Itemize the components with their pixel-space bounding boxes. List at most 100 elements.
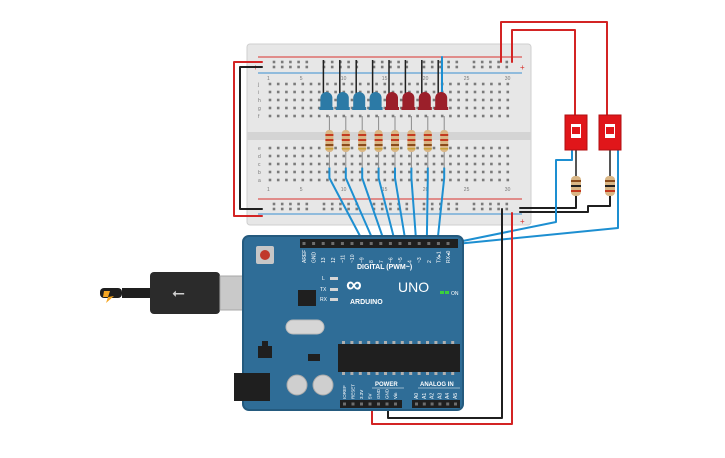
header-pin[interactable] <box>350 242 354 245</box>
breadboard-hole <box>490 98 493 102</box>
header-pin[interactable] <box>321 242 325 245</box>
rail-hole <box>372 202 376 206</box>
breadboard-hole <box>317 162 321 166</box>
resistor-band <box>358 148 367 150</box>
switch-1-knob[interactable] <box>572 127 580 134</box>
breadboard-hole <box>293 146 296 150</box>
breadboard-hole <box>293 90 296 94</box>
header-pin[interactable] <box>331 242 335 245</box>
rail-hole <box>305 202 309 206</box>
digital-label: DIGITAL (PWM~) <box>357 264 412 271</box>
breadboard-hole <box>293 82 296 86</box>
header-pin[interactable] <box>417 242 421 245</box>
header-pin[interactable] <box>360 242 364 245</box>
analog-pin-label: A5 <box>453 393 459 399</box>
rail-hole <box>455 65 459 69</box>
breadboard-hole <box>342 90 346 94</box>
header-pin[interactable] <box>379 242 383 245</box>
slide-switch-2[interactable] <box>598 114 622 151</box>
header-pin[interactable] <box>446 242 450 245</box>
breadboard-hole <box>268 82 272 86</box>
rail-hole <box>447 65 450 69</box>
breadboard-hole <box>391 154 395 158</box>
rail-hole <box>347 207 350 211</box>
analog-pin[interactable] <box>415 402 418 406</box>
breadboard-hole <box>490 146 493 150</box>
power-pin[interactable] <box>360 402 363 406</box>
chip-pin <box>384 372 387 375</box>
analog-pin[interactable] <box>422 402 426 406</box>
breadboard-hole <box>276 162 280 166</box>
analog-pin[interactable] <box>438 402 442 406</box>
header-pin[interactable] <box>369 242 373 245</box>
led-body <box>435 92 448 109</box>
header-pin[interactable] <box>436 242 440 245</box>
digital-pin-label: 12 <box>331 257 337 263</box>
resistor-band <box>341 144 350 146</box>
breadboard-hole <box>350 90 354 94</box>
resistor-band <box>341 139 350 141</box>
resistor-band <box>391 148 399 150</box>
header-pin[interactable] <box>340 242 344 245</box>
switch-2-knob[interactable] <box>606 127 614 134</box>
analog-pin[interactable] <box>430 402 434 406</box>
column-number: 10 <box>341 187 347 193</box>
header-pin[interactable] <box>302 242 306 245</box>
power-pin[interactable] <box>368 402 372 406</box>
breadboard-hole <box>326 170 329 174</box>
digital-pin-label: 8 <box>369 260 375 263</box>
breadboard-hole <box>317 178 321 182</box>
digital-pin-label: 4 <box>408 260 414 263</box>
brand-label: ARDUINO <box>350 299 383 306</box>
breadboard-hole <box>424 154 428 158</box>
rail-hole <box>447 60 450 64</box>
breadboard-hole <box>276 114 280 118</box>
reset-button[interactable] <box>260 250 270 260</box>
analog-pin[interactable] <box>454 402 457 406</box>
rail-hole <box>447 207 450 211</box>
header-pin[interactable] <box>312 242 316 245</box>
tx-led <box>330 288 338 291</box>
header-pin[interactable] <box>408 242 412 245</box>
power-pin[interactable] <box>394 402 397 406</box>
power-pin[interactable] <box>343 402 346 406</box>
chip-pin <box>451 341 455 344</box>
resistor-band <box>407 148 416 150</box>
chip-pin <box>400 372 404 375</box>
rail-hole <box>430 60 434 64</box>
power-pin[interactable] <box>385 402 389 406</box>
usb-cable[interactable]: ⭠ <box>100 272 259 314</box>
breadboard-hole <box>301 90 305 94</box>
power-pin[interactable] <box>351 402 355 406</box>
breadboard-hole <box>391 162 395 166</box>
rail-hole <box>505 202 509 206</box>
breadboard-hole <box>481 146 485 150</box>
resistor-band <box>374 148 383 150</box>
header-pin[interactable] <box>427 242 431 245</box>
breadboard-hole <box>326 178 329 182</box>
breadboard-hole <box>309 90 313 94</box>
breadboard-hole <box>457 98 460 102</box>
breadboard-hole <box>350 170 354 174</box>
breadboard-hole <box>490 106 493 110</box>
rail-hole <box>505 207 509 211</box>
power-pin[interactable] <box>377 402 380 406</box>
header-pin[interactable] <box>398 242 402 245</box>
breadboard-hole <box>293 154 296 158</box>
breadboard-hole <box>473 146 477 150</box>
power-jack <box>234 373 270 401</box>
slide-switch-1[interactable] <box>564 114 588 151</box>
breadboard-hole <box>326 90 329 94</box>
header-pin[interactable] <box>388 242 392 245</box>
breadboard-hole <box>506 106 510 110</box>
breadboard-hole <box>465 162 469 166</box>
breadboard-hole <box>473 178 477 182</box>
breadboard-hole <box>367 82 370 86</box>
analog-pin[interactable] <box>446 402 450 406</box>
column-number: 15 <box>382 187 388 193</box>
usb-plug-housing <box>150 272 220 314</box>
breadboard-hole <box>301 82 305 86</box>
breadboard-hole <box>309 114 313 118</box>
